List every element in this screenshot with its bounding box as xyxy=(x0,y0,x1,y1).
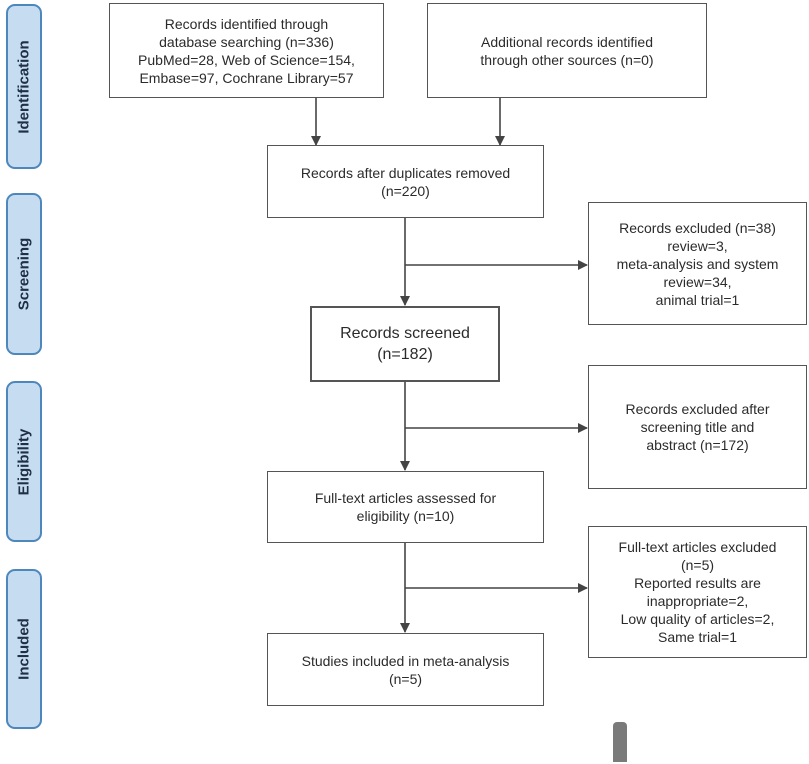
box-other-sources-text: Additional records identified through ot… xyxy=(480,33,654,68)
phase-eligibility: Eligibility xyxy=(6,381,42,542)
box-fulltext-assessed: Full-text articles assessed for eligibil… xyxy=(267,471,544,543)
box-excluded-review-text: Records excluded (n=38) review=3, meta-a… xyxy=(616,219,779,308)
phase-identification-label: Identification xyxy=(15,39,33,134)
box-fulltext-assessed-text: Full-text articles assessed for eligibil… xyxy=(314,490,497,524)
box-database-search: Records identified through database sear… xyxy=(109,3,384,98)
box-fulltext-excluded: Full-text articles excluded (n=5) Report… xyxy=(588,526,807,658)
box-screened-text: Records screened (n=182) xyxy=(340,325,470,363)
box-included-studies-text: Studies included in meta-analysis (n=5) xyxy=(301,652,510,687)
box-excluded-title-abstract: Records excluded after screening title a… xyxy=(588,365,807,489)
scroll-handle[interactable] xyxy=(613,722,627,762)
phase-screening: Screening xyxy=(6,193,42,355)
box-other-sources: Additional records identified through ot… xyxy=(427,3,707,98)
phase-identification: Identification xyxy=(6,4,42,169)
box-after-duplicates-text: Records after duplicates removed (n=220) xyxy=(300,164,511,199)
phase-eligibility-label: Eligibility xyxy=(15,428,33,495)
box-screened: Records screened (n=182) xyxy=(310,306,500,382)
box-database-search-text: Records identified through database sear… xyxy=(138,15,355,86)
phase-screening-label: Screening xyxy=(15,237,33,311)
box-included-studies: Studies included in meta-analysis (n=5) xyxy=(267,633,544,706)
phase-included-label: Included xyxy=(15,618,33,680)
box-excluded-review: Records excluded (n=38) review=3, meta-a… xyxy=(588,202,807,325)
box-after-duplicates: Records after duplicates removed (n=220) xyxy=(267,145,544,218)
box-excluded-title-abstract-text: Records excluded after screening title a… xyxy=(625,401,770,453)
box-fulltext-excluded-text: Full-text articles excluded (n=5) Report… xyxy=(618,539,777,645)
phase-included: Included xyxy=(6,569,42,729)
